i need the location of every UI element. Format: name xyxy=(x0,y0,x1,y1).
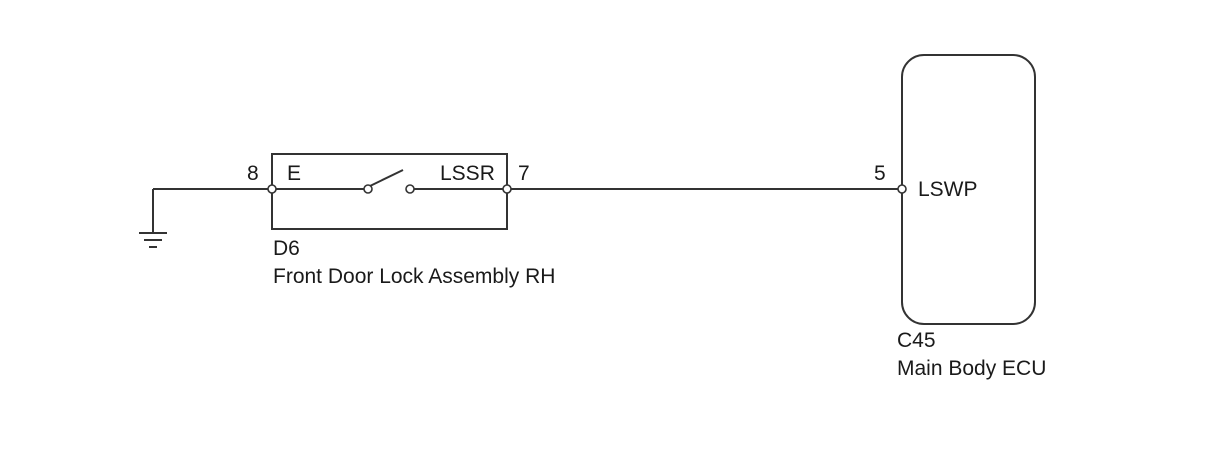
pin-7-label: LSSR xyxy=(440,162,495,185)
pin-8-number: 8 xyxy=(247,162,259,185)
terminal-pin-8 xyxy=(267,184,277,194)
pin-5-label: LSWP xyxy=(918,178,978,201)
ecu-code: C45 xyxy=(897,329,936,352)
door-lock-name: Front Door Lock Assembly RH xyxy=(273,265,555,288)
terminal-pin-7 xyxy=(502,184,512,194)
ground-icon xyxy=(139,189,167,248)
pin-5-number: 5 xyxy=(874,162,886,185)
pin-8-label: E xyxy=(287,162,301,185)
terminal-pin-5 xyxy=(897,184,907,194)
door-lock-code: D6 xyxy=(273,237,300,260)
pin-7-number: 7 xyxy=(518,162,530,185)
ecu-name: Main Body ECU xyxy=(897,357,1046,380)
switch-icon xyxy=(363,169,415,194)
